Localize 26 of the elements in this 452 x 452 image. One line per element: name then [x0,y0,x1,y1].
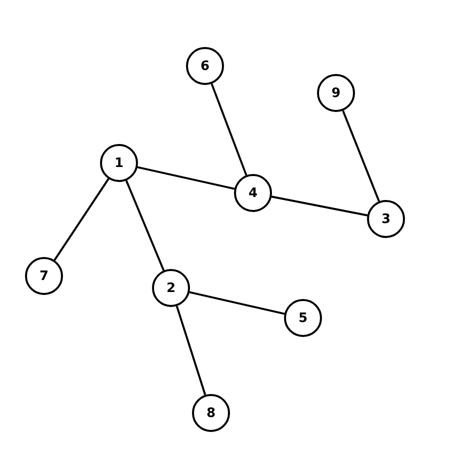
node-label: 5 [298,312,308,324]
node-label: 2 [166,282,176,294]
node-label: 3 [381,212,391,226]
node-circle [367,200,405,238]
node-circle [317,74,355,112]
node-circle [25,257,63,295]
connector-line [210,83,248,176]
connector-line [342,110,380,202]
connector-line [125,180,165,271]
node-circle [284,299,322,337]
node-circle [152,269,190,307]
connector-line [189,291,285,315]
connector-line [271,196,368,216]
connector-line [54,178,110,261]
node-label: 9 [331,86,341,100]
node-circle [186,47,224,85]
connector-line [176,306,206,396]
node-label: 8 [206,406,216,420]
node-label: 1 [114,156,124,170]
connector-line [137,166,235,190]
node-label: 7 [39,270,49,282]
node-label: 6 [200,60,210,72]
node-circle [234,174,272,212]
node-circle [192,394,230,432]
node-circle [100,144,138,182]
node-label: 4 [248,186,258,200]
